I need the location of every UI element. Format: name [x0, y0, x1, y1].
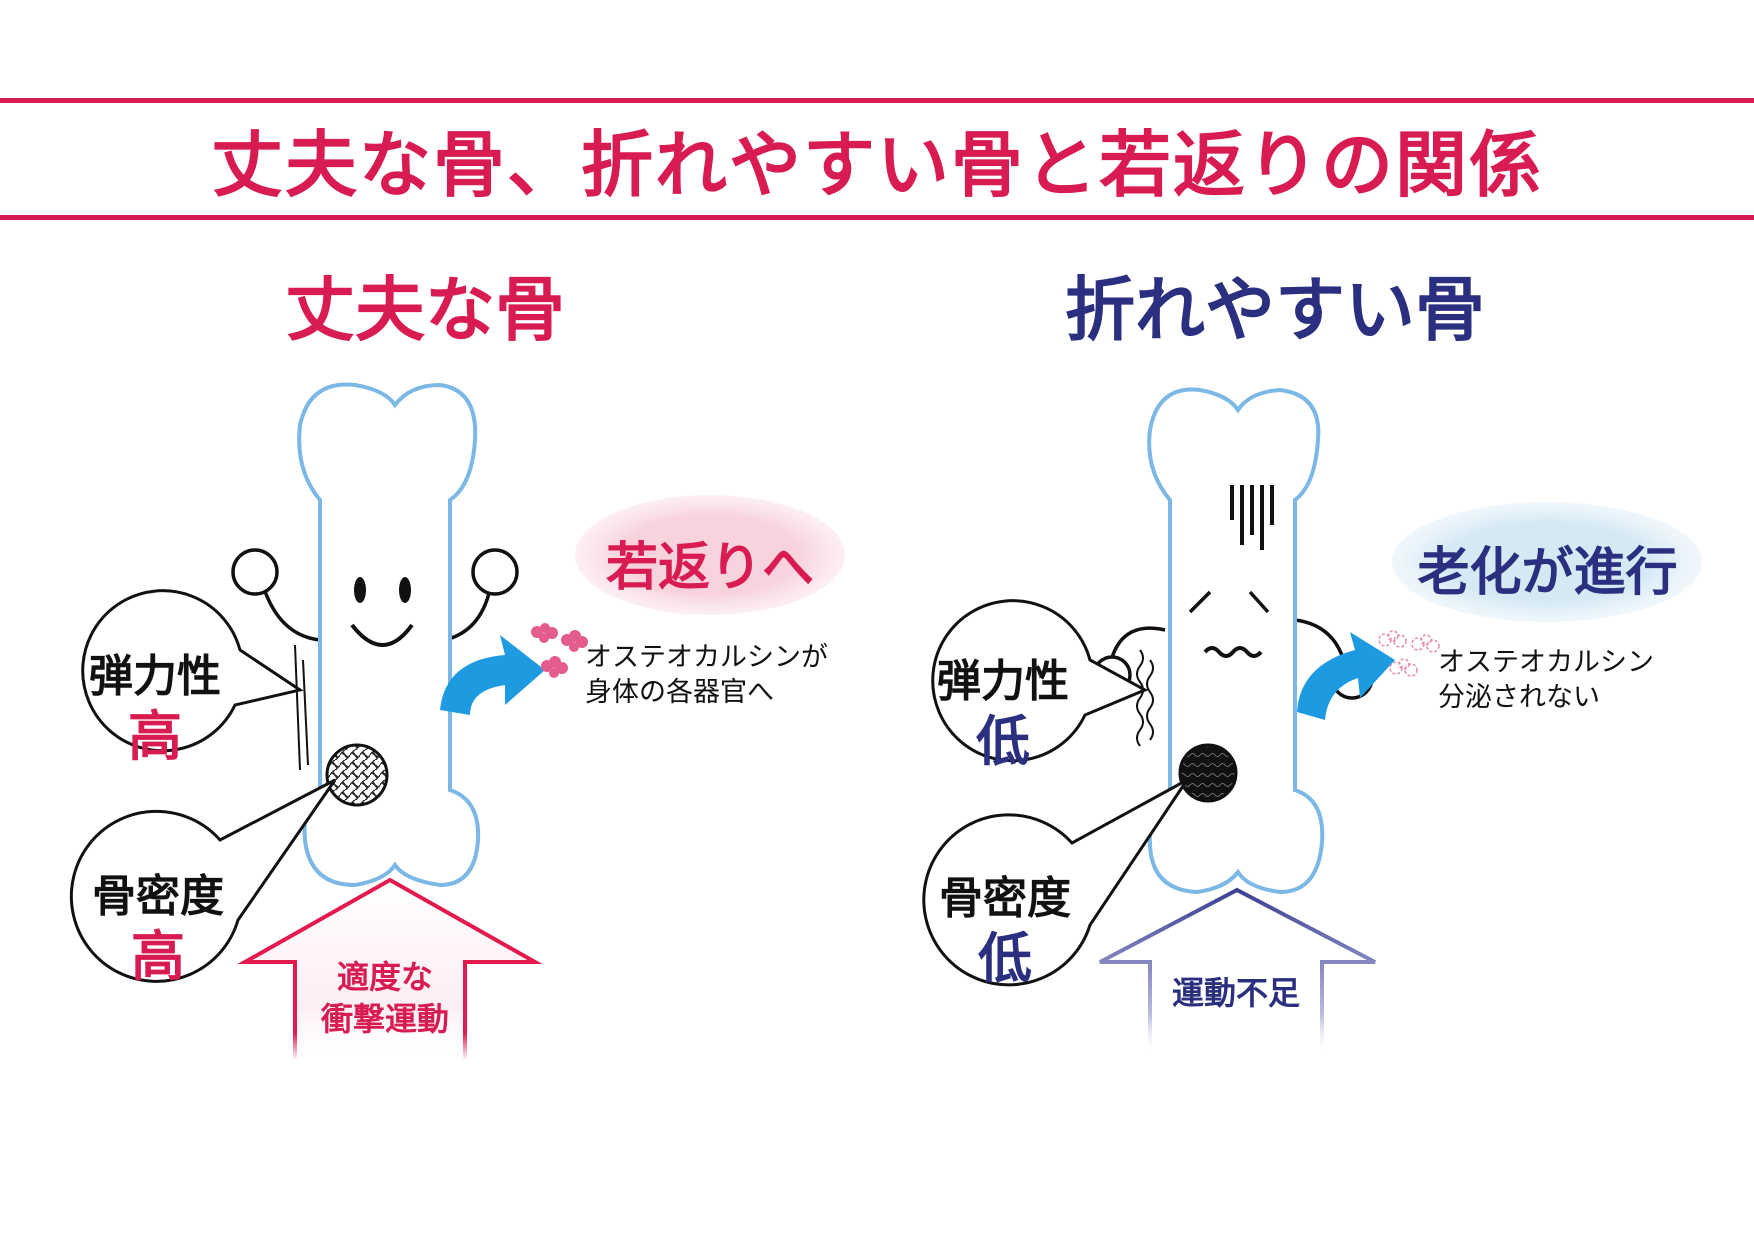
weak-density-level: 低: [978, 927, 1032, 990]
strong-note-line-2: 身体の各器官へ: [585, 677, 774, 708]
strong-bone-group: [69, 382, 845, 1060]
weak-bone-group: [922, 387, 1702, 1055]
page-title: 丈夫な骨、折れやすい骨と若返りの関係: [210, 123, 1543, 207]
strong-elasticity-label: 弾力性: [89, 651, 221, 702]
strong-bone: [297, 382, 481, 888]
weak-density-label: 骨密度: [939, 873, 1071, 924]
strong-density-label: 骨密度: [92, 871, 224, 922]
aging-bubble-text: 老化が進行: [1417, 543, 1678, 603]
strong-elasticity-level: 高: [128, 705, 182, 768]
strong-density-level: 高: [131, 925, 185, 988]
weak-note-line-1: オステオカルシン: [1438, 647, 1654, 678]
strong-note-line-1: オステオカルシンが: [585, 642, 828, 673]
weak-bone-title: 折れやすい骨: [1065, 269, 1485, 351]
weak-arrow-text: 運動不足: [1171, 974, 1300, 1012]
weak-elasticity-level: 低: [976, 710, 1030, 773]
strong-bone-title: 丈夫な骨: [285, 269, 565, 351]
strong-arrow-text-1: 適度な: [336, 958, 433, 996]
weak-elasticity-label: 弾力性: [937, 656, 1069, 707]
rejuvenation-bubble-text: 若返りへ: [605, 538, 814, 598]
top-rule: [0, 98, 1754, 103]
weak-note-line-2: 分泌されない: [1438, 682, 1600, 713]
bottom-rule: [0, 215, 1754, 220]
strong-arrow-text-2: 衝撃運動: [320, 1000, 449, 1038]
impact-arrow: [245, 960, 250, 1060]
weak-bone: [1147, 387, 1325, 895]
